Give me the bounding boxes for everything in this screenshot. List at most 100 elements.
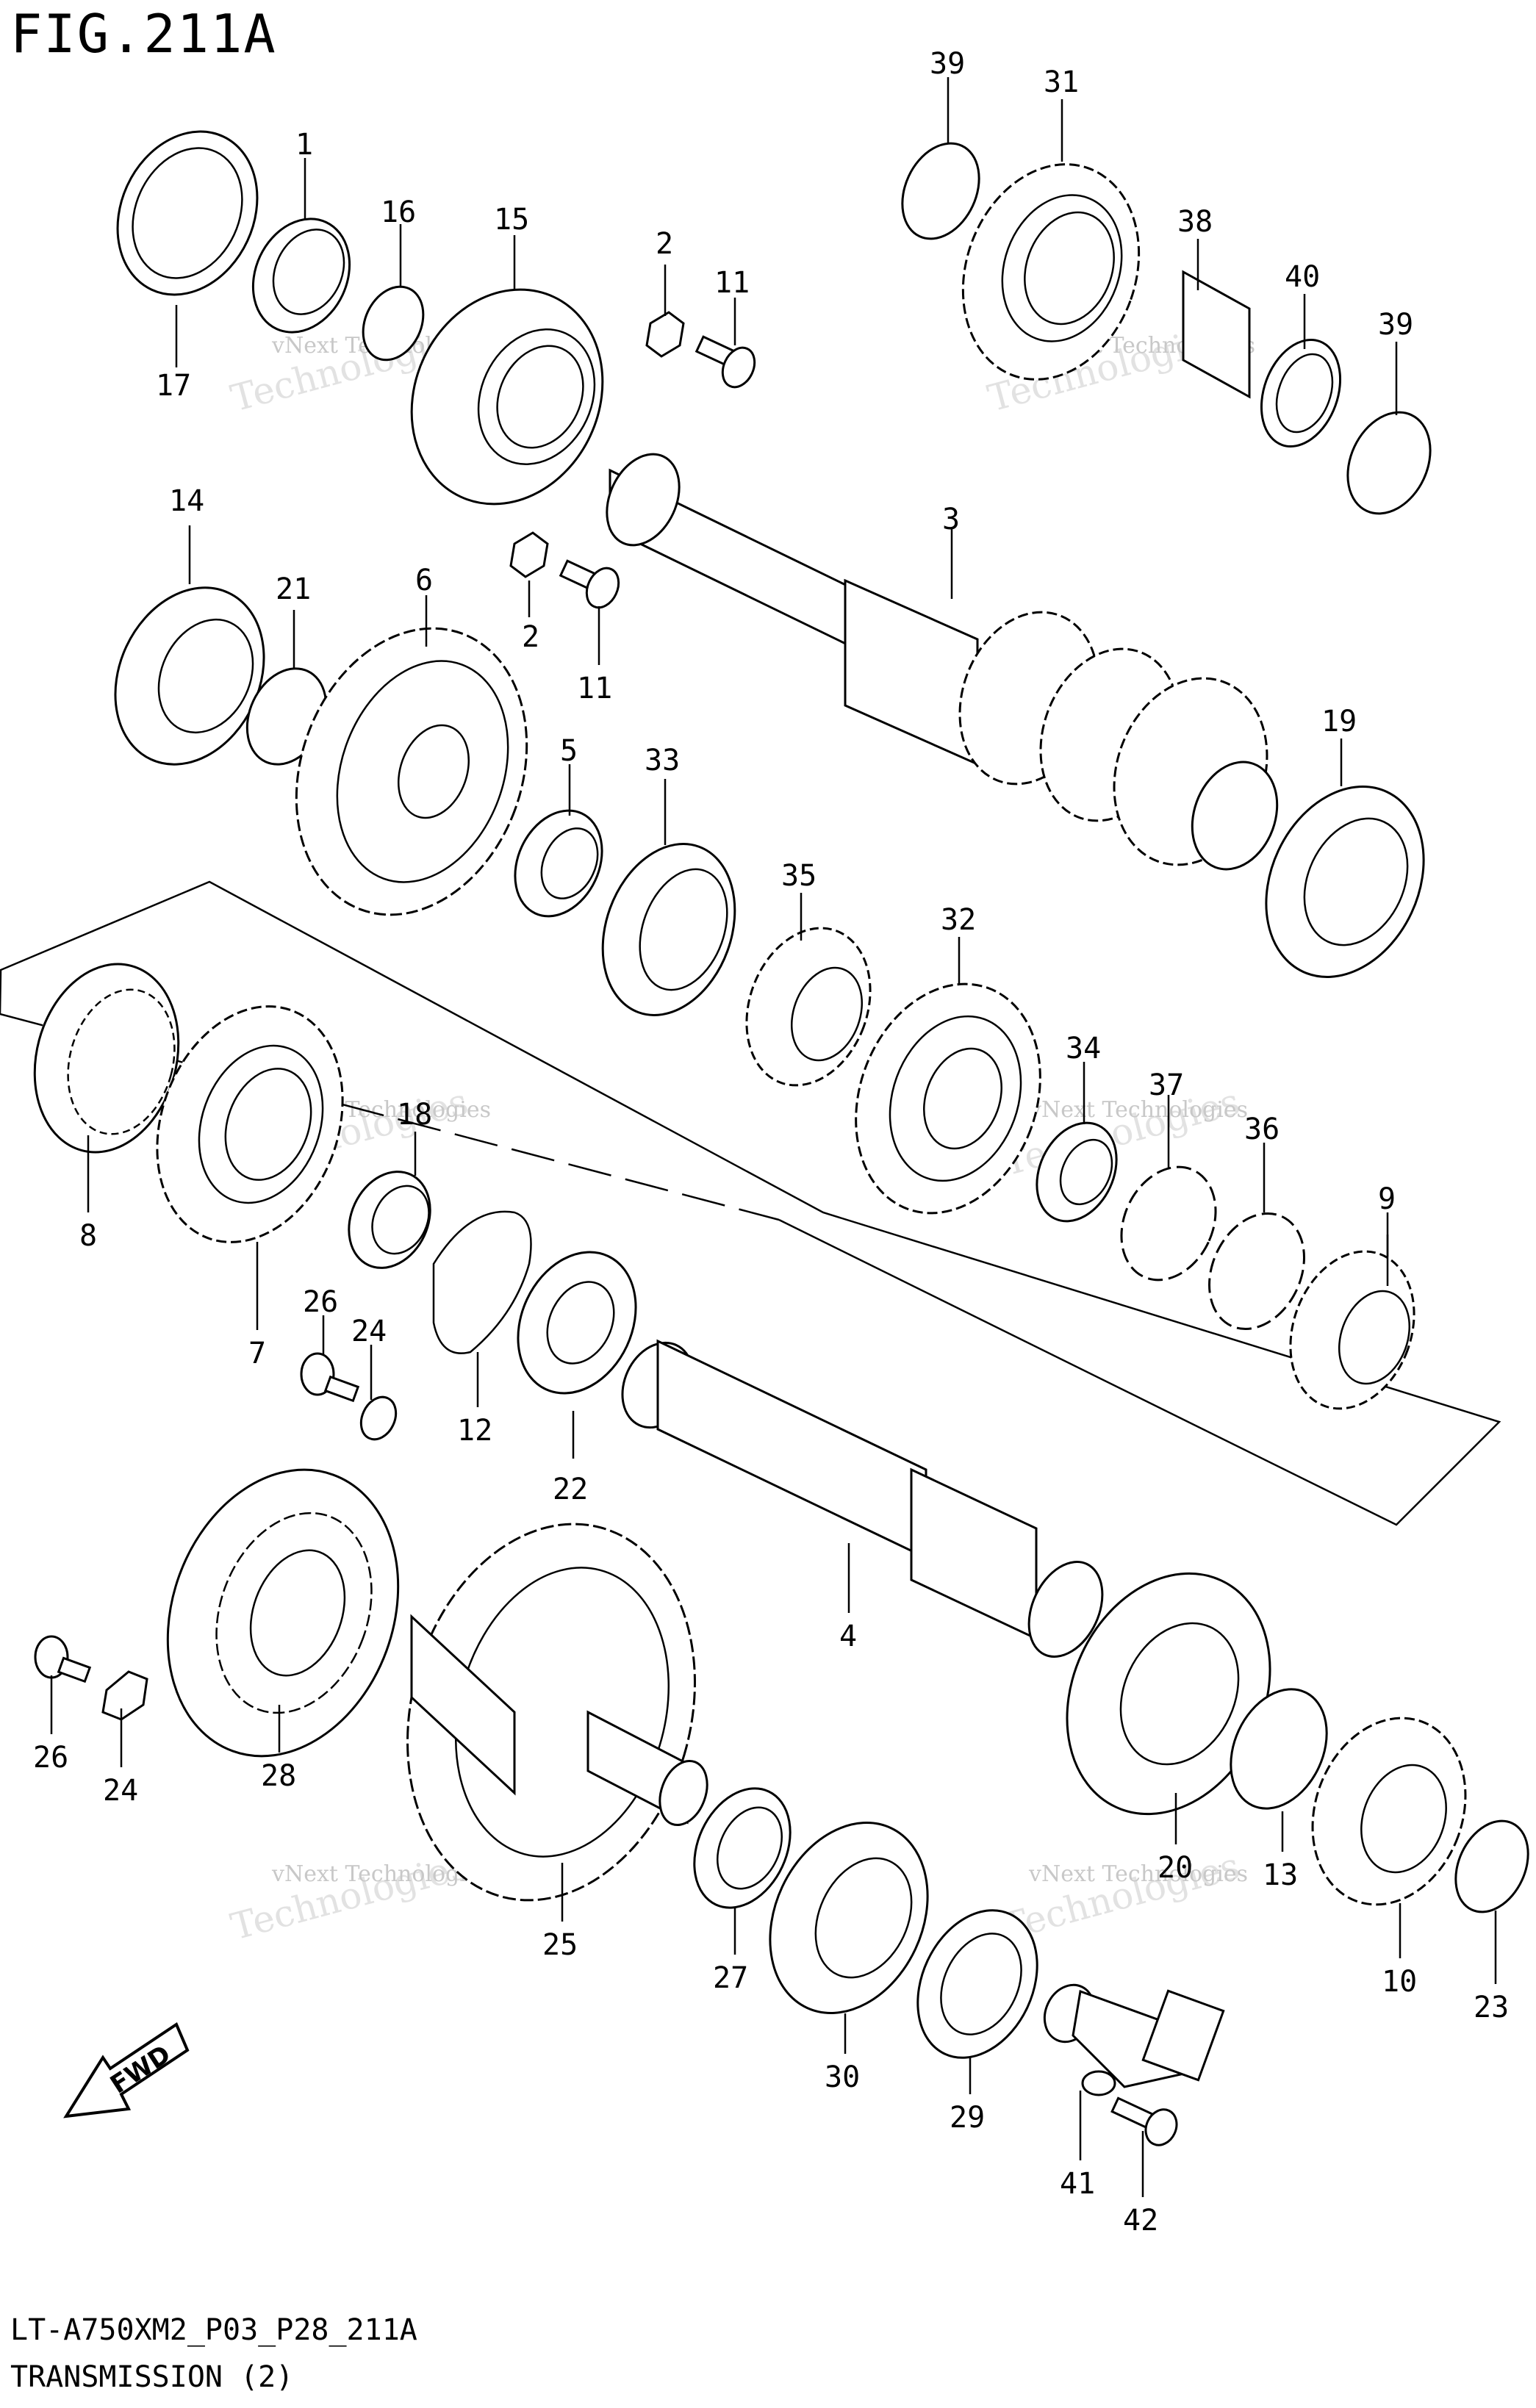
watermark-text: Technologies [998,1844,1244,1949]
part-41-speed-sensor [1043,1983,1225,2096]
callout-39: 39 [1378,308,1413,342]
callout-23: 23 [1474,1991,1509,2024]
part-37-washer [1120,1165,1217,1282]
figure-code: LT-A750XM2_P03_P28_211A [10,2313,417,2347]
part-3-input-shaft [606,453,1279,871]
part-32-gear [855,982,1041,1215]
part-2-plate [509,531,549,578]
part-8-sleeve [33,963,180,1154]
part-18-bushing [348,1171,431,1269]
group-boundary [0,880,1501,1526]
part-19-bearing [1265,786,1425,978]
watermark-text: vNext Technologies [1028,1097,1248,1123]
part-11-screw [695,335,756,389]
callout-38: 38 [1177,205,1213,239]
part-22-washer [517,1251,637,1395]
callout-4: 4 [839,1620,857,1653]
callout-30: 30 [825,2060,860,2094]
callout-8: 8 [79,1219,97,1253]
callout-13: 13 [1263,1858,1298,1892]
part-15-bearing [410,288,604,506]
part-28-bearing [166,1468,400,1758]
callout-10: 10 [1382,1965,1417,1999]
part-26-bolt [300,1352,360,1403]
fwd-arrow-icon: FWD [63,2022,190,2118]
callout-2: 2 [656,227,673,261]
callout-9: 9 [1378,1182,1396,1216]
watermark-text: vNext Technologies [1028,1861,1248,1887]
part-2-plate [645,311,685,358]
callout-5: 5 [560,734,578,768]
callout-16: 16 [381,195,416,229]
part-6-gear [295,627,528,916]
part-29-oil-seal [916,1909,1038,2059]
part-40-needle-bearing [1260,338,1342,448]
callout-2: 2 [522,620,539,654]
callout-42: 42 [1123,2204,1158,2238]
callout-39: 39 [930,47,965,81]
part-25-gear [406,1523,708,1902]
watermark-text: Technologies [226,1844,473,1949]
callout-14: 14 [169,484,204,518]
callout-7: 7 [248,1337,266,1370]
callout-22: 22 [553,1473,588,1506]
callout-26: 26 [303,1285,338,1319]
callout-37: 37 [1149,1068,1184,1102]
callout-11: 11 [577,672,612,705]
callout-12: 12 [457,1414,492,1448]
callout-36: 36 [1244,1113,1280,1146]
part-33-sleeve [601,843,736,1016]
part-1-bushing [251,218,351,334]
callout-19: 19 [1321,705,1357,738]
callout-17: 17 [156,369,191,403]
part-39-washer [901,142,980,240]
callout-26: 26 [33,1741,68,1775]
callout-18: 18 [397,1098,432,1132]
callout-35: 35 [781,859,817,893]
part-26-bolt [34,1635,92,1683]
part-16-washer [362,285,425,362]
part-13-washer [1230,1688,1328,1810]
callout-15: 15 [494,203,529,237]
callout-21: 21 [276,572,311,606]
part-35-gear [745,927,872,1087]
part-5-bushing [514,809,603,918]
callout-40: 40 [1285,260,1320,294]
callout-24: 24 [351,1315,387,1348]
figure-title: FIG.211A [10,3,277,65]
part-36-circlip [1208,1212,1305,1331]
part-38-bushing [1182,270,1251,399]
part-24-washer [359,1395,398,1441]
callout-31: 31 [1044,65,1079,99]
callout-32: 32 [941,903,976,937]
callout-34: 34 [1066,1032,1101,1065]
part-9-gear [1289,1250,1415,1410]
figure-caption: TRANSMISSION (2) [10,2360,294,2394]
callout-28: 28 [261,1759,296,1793]
part-24-washer [101,1670,148,1721]
callout-1: 1 [295,128,313,162]
callout-6: 6 [415,564,433,597]
part-10-gear [1311,1717,1467,1906]
callout-20: 20 [1158,1851,1193,1885]
part-30-bearing [769,1822,929,2014]
part-4-countershaft [621,1339,1104,1658]
part-12-spring [432,1210,532,1354]
part-31-gear [961,163,1141,381]
callout-25: 25 [542,1928,578,1962]
callout-27: 27 [713,1961,748,1995]
part-23-circlip [1454,1819,1529,1913]
part-39-washer [1346,411,1432,515]
part-17-oil-seal [116,130,259,296]
part-7-gear [156,1005,344,1243]
callout-labels: 39 31 1 16 15 2 11 38 40 39 17 14 21 6 3… [33,47,1509,2238]
callout-33: 33 [645,744,680,777]
part-27-washer [693,1787,792,1909]
callout-24: 24 [103,1774,138,1808]
part-34-bushing [1036,1121,1118,1223]
part-11-screw [559,559,620,609]
callout-41: 41 [1060,2167,1095,2201]
part-42-bolt [1110,2096,1178,2146]
